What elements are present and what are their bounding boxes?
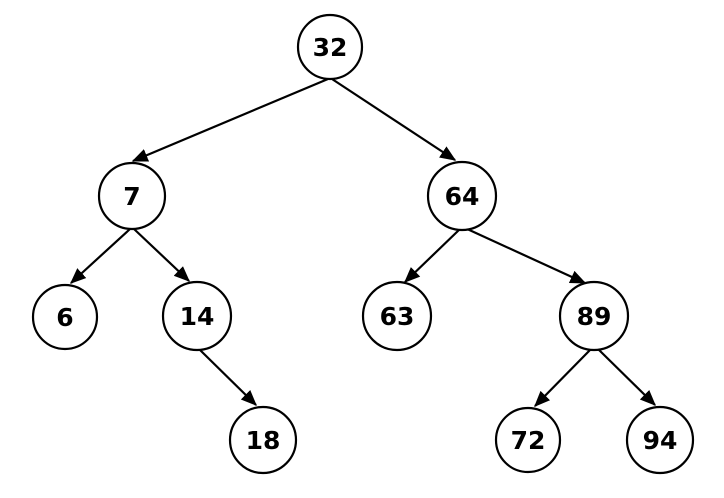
node-label-32: 32	[313, 33, 348, 62]
node-circle-7	[97, 161, 167, 231]
node-label-63: 63	[380, 302, 415, 331]
edge-32-64	[331, 78, 457, 161]
node-circle-63	[361, 280, 433, 352]
tree-node-32: 32	[296, 13, 364, 81]
node-circle-32	[296, 13, 364, 81]
node-circle-14	[161, 280, 233, 352]
edge-32-7	[131, 77, 329, 163]
node-label-7: 7	[123, 182, 140, 211]
edge-89-72	[534, 348, 592, 407]
tree-node-94: 94	[625, 405, 695, 475]
tree-node-89: 89	[558, 280, 630, 352]
tree-node-63: 63	[361, 280, 433, 352]
node-circle-72	[494, 406, 562, 474]
node-label-94: 94	[643, 426, 678, 455]
edge-7-6	[70, 228, 131, 284]
node-label-6: 6	[56, 303, 73, 332]
tree-edges	[70, 77, 656, 407]
edge-14-18	[198, 348, 257, 406]
node-circle-18	[228, 405, 298, 475]
tree-node-72: 72	[494, 406, 562, 474]
node-label-72: 72	[511, 426, 546, 455]
node-label-14: 14	[180, 302, 215, 331]
tree-node-14: 14	[161, 280, 233, 352]
tree-node-6: 6	[31, 283, 99, 351]
edge-64-89	[464, 227, 587, 284]
node-circle-6	[31, 283, 99, 351]
node-label-18: 18	[246, 426, 281, 455]
node-label-89: 89	[577, 302, 612, 331]
edge-7-14	[133, 228, 190, 282]
node-circle-64	[426, 160, 498, 232]
node-circle-89	[558, 280, 630, 352]
node-label-64: 64	[445, 182, 480, 211]
tree-node-18: 18	[228, 405, 298, 475]
edge-89-94	[596, 347, 656, 406]
node-circle-94	[625, 405, 695, 475]
edge-64-63	[404, 228, 461, 283]
tree-node-7: 7	[97, 161, 167, 231]
tree-node-64: 64	[426, 160, 498, 232]
